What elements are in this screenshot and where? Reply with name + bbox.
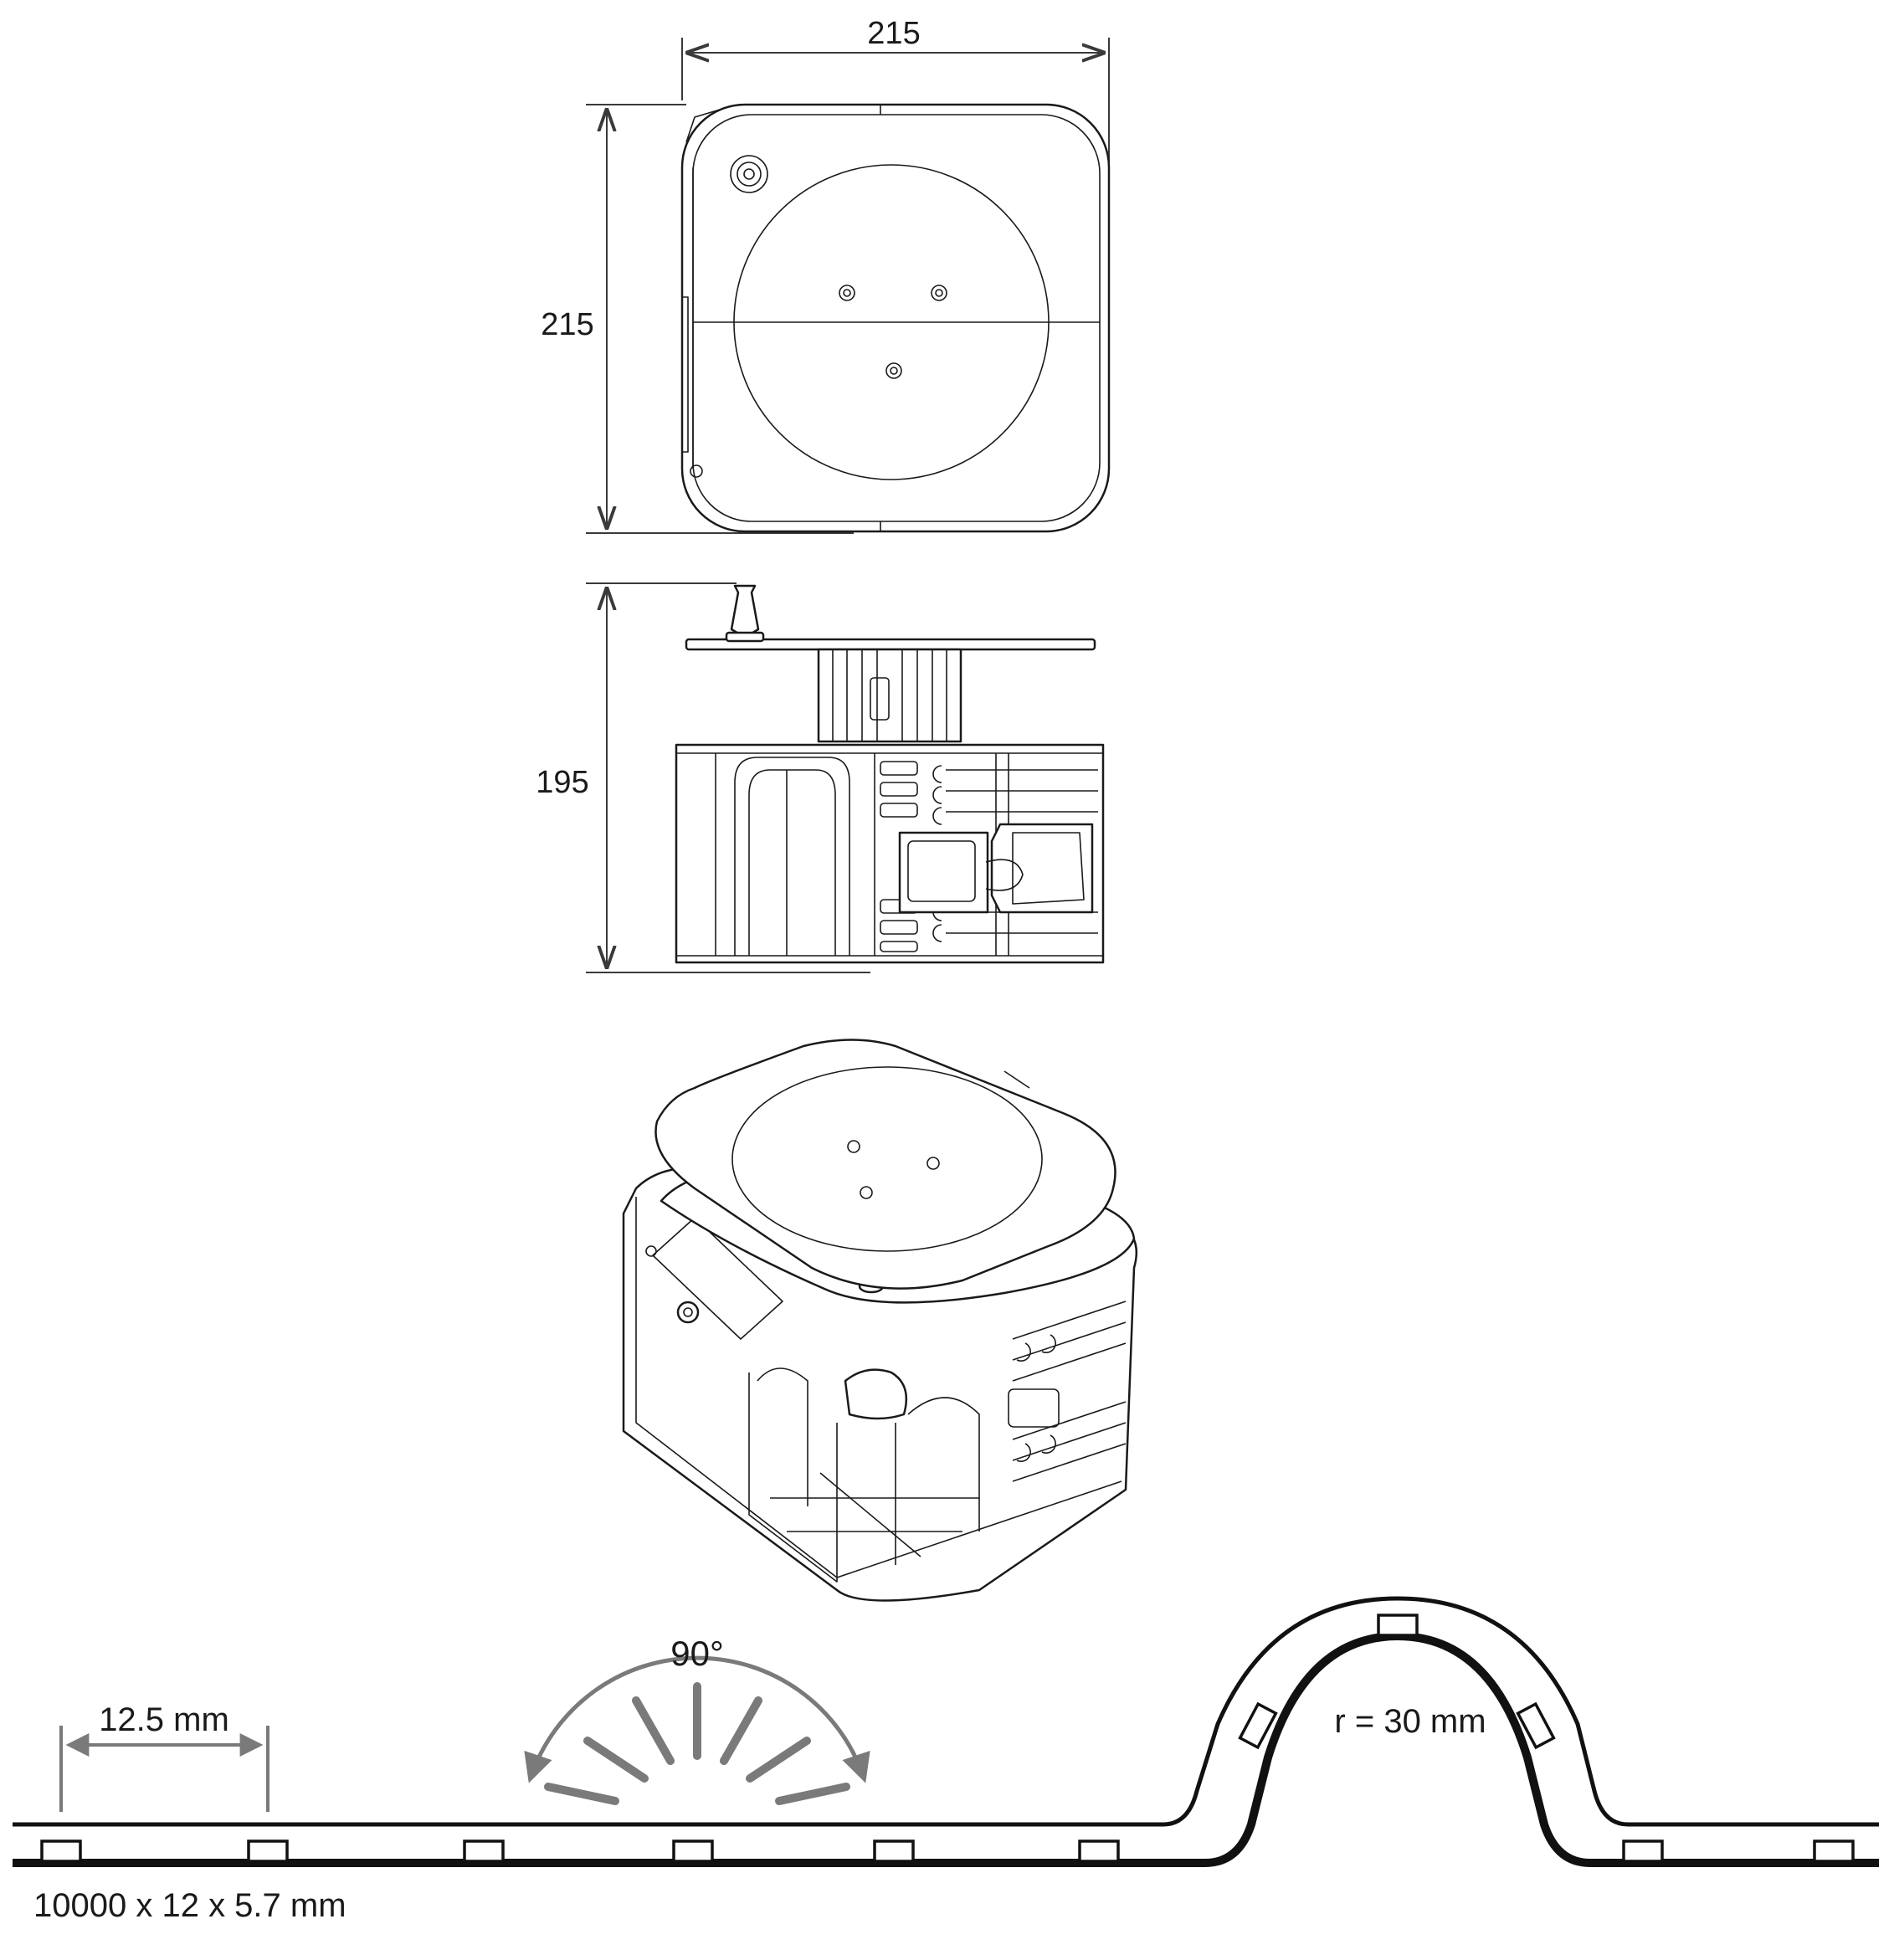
lock-knob-icon bbox=[730, 155, 768, 193]
iso-lock-knob-icon bbox=[676, 1301, 700, 1324]
screw-hole-icon bbox=[839, 285, 855, 301]
pitch-label: 12.5 mm bbox=[99, 1701, 229, 1738]
top-view: 215 215 bbox=[541, 16, 1111, 534]
led-chip bbox=[1377, 1614, 1419, 1637]
led-strip-section: 12.5 mm 90° bbox=[13, 1596, 1879, 1924]
led-chip bbox=[1238, 1701, 1278, 1750]
bend-angle-arc bbox=[524, 1655, 870, 1783]
strip-size-label: 10000 x 12 x 5.7 mm bbox=[33, 1887, 346, 1924]
iso-turntable-disc bbox=[731, 1066, 1043, 1252]
bend-angle-rays bbox=[544, 1682, 850, 1805]
strip-bottom-edge bbox=[13, 1632, 1879, 1867]
led-chip bbox=[1078, 1839, 1120, 1863]
led-chip bbox=[463, 1839, 505, 1863]
isometric-view bbox=[622, 1039, 1138, 1602]
led-chip bbox=[247, 1839, 289, 1863]
iso-corner-post bbox=[844, 1368, 908, 1420]
side-latch bbox=[898, 831, 989, 914]
iso-screw-hole-icon bbox=[860, 1186, 873, 1199]
iso-socket-hatch bbox=[652, 1217, 783, 1340]
side-telescopic-column bbox=[817, 648, 962, 743]
led-chip bbox=[1516, 1701, 1556, 1750]
top-outer-outline bbox=[680, 103, 1111, 533]
side-view: 195 bbox=[536, 582, 1105, 973]
side-plug-bracket bbox=[990, 823, 1094, 914]
iso-socket-ribs bbox=[1008, 1301, 1127, 1482]
led-chip bbox=[1622, 1839, 1664, 1863]
led-chip bbox=[672, 1839, 714, 1863]
iso-screw-hole-icon bbox=[926, 1157, 940, 1170]
side-front-opening bbox=[734, 757, 850, 956]
top-height-label: 215 bbox=[541, 307, 593, 342]
led-chips bbox=[40, 1614, 1855, 1863]
bend-angle-label: 90° bbox=[670, 1634, 724, 1673]
side-height-label: 195 bbox=[536, 765, 588, 800]
top-width-label: 215 bbox=[867, 16, 920, 51]
screw-hole-icon bbox=[885, 362, 902, 379]
side-handle-knob bbox=[730, 584, 760, 636]
strip-top-edge bbox=[13, 1596, 1879, 1827]
top-turntable-disc bbox=[733, 164, 1050, 480]
bend-radius-label: r = 30 mm bbox=[1334, 1703, 1486, 1740]
iso-lid-top bbox=[654, 1039, 1116, 1290]
iso-screw-hole-icon bbox=[847, 1140, 860, 1153]
led-chip bbox=[40, 1839, 82, 1863]
led-chip bbox=[873, 1839, 915, 1863]
screw-hole-icon bbox=[931, 285, 947, 301]
led-chip bbox=[1813, 1839, 1855, 1863]
